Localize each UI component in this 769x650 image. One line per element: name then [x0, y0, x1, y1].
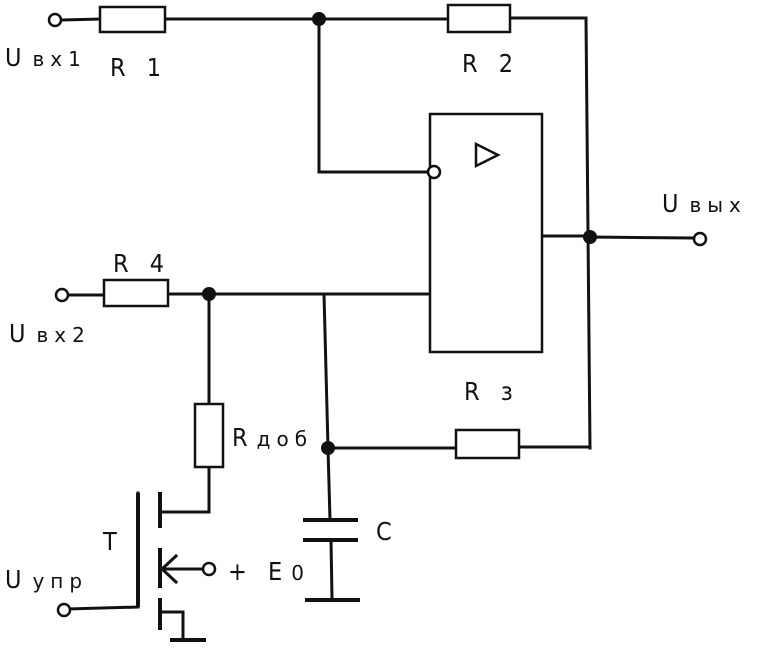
inverting-input-bubble: [426, 164, 442, 180]
label-capacitor: C: [376, 517, 399, 546]
label-r3: R з: [464, 377, 520, 406]
junction-input2: [202, 287, 216, 301]
capacitor: [303, 518, 360, 602]
label-r1: R 1: [110, 53, 168, 82]
arrow-icon: [159, 553, 179, 585]
junction-top: [312, 12, 326, 26]
terminal-uctrl: [56, 602, 72, 618]
resistor-rdob: [193, 402, 225, 469]
wires: [60, 16, 694, 642]
terminal-e0: [201, 561, 217, 577]
resistor-r4: [102, 278, 170, 308]
terminal-uout: [692, 231, 708, 247]
label-r4: R 4: [113, 249, 171, 278]
op-amp-triangle-icon: [474, 141, 501, 169]
resistor-r1: [98, 5, 167, 34]
resistor-r3: [454, 428, 521, 460]
junction-cap: [321, 441, 335, 455]
label-transistor: T: [102, 527, 124, 556]
terminal-uin1: [47, 12, 63, 28]
transistor: [136, 492, 206, 642]
junction-output: [583, 230, 597, 244]
label-r2: R 2: [462, 49, 520, 78]
op-amp: [426, 112, 544, 354]
resistor-r2: [446, 3, 512, 34]
terminal-uin2: [54, 287, 70, 303]
